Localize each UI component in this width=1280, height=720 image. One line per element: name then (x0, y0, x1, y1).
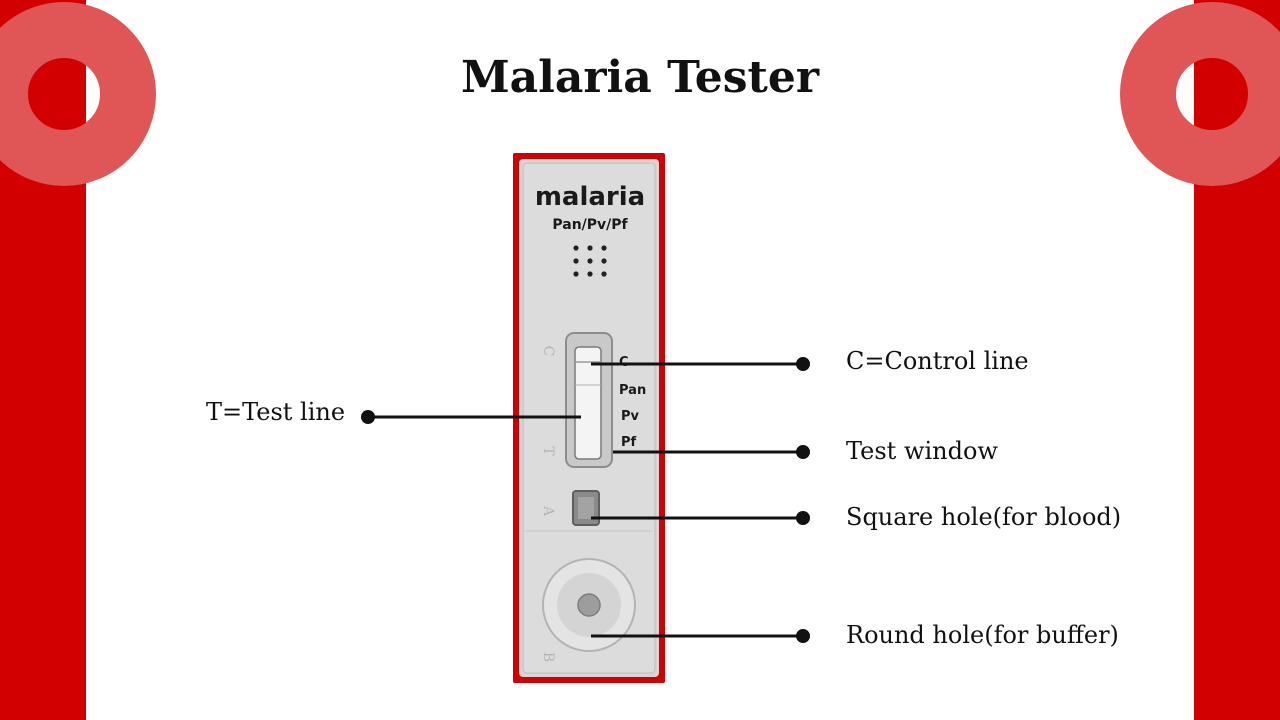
test-window-label: Test window (846, 437, 998, 465)
decorative-ring-left (0, 2, 156, 186)
round-hole-label: Round hole(for buffer) (846, 621, 1119, 649)
dot-grid (573, 245, 607, 277)
decorative-ring-right (1120, 2, 1280, 186)
cassette-variant: Pan/Pv/Pf (552, 217, 628, 233)
window-label-pan: Pan (619, 383, 646, 398)
side-mark-t: T (540, 446, 556, 456)
test-line-dot (361, 410, 375, 424)
side-mark-b: B (540, 652, 556, 662)
square-hole-dot (796, 511, 810, 525)
square-hole-label: Square hole(for blood) (846, 503, 1122, 531)
round-hole-dot (796, 629, 810, 643)
side-mark-a: A (540, 505, 556, 517)
page-title: Malaria Tester (460, 52, 820, 103)
control-line-dot (796, 357, 810, 371)
window-label-pf: Pf (621, 435, 637, 450)
test-line-label: T=Test line (206, 398, 346, 426)
cassette-brand: malaria (535, 182, 645, 212)
test-window-dot (796, 445, 810, 459)
malaria-test-cassette: malaria Pan/Pv/Pf C Pan Pv Pf C T A B (513, 153, 665, 683)
window-label-pv: Pv (621, 409, 640, 424)
test-window (574, 346, 602, 460)
control-line-label: C=Control line (846, 347, 1029, 375)
side-mark-c: C (540, 346, 556, 357)
